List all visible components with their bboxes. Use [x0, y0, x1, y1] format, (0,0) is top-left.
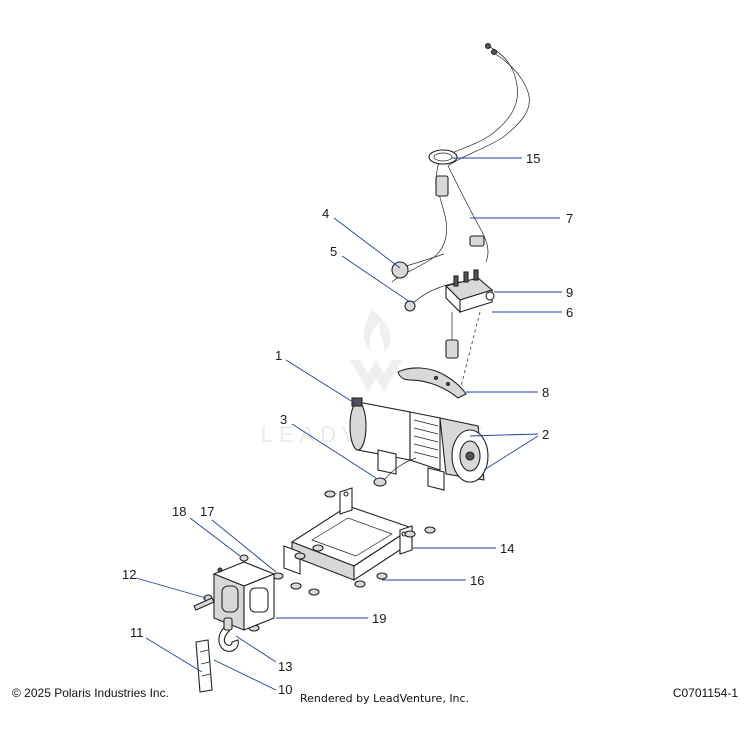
wire-harness	[391, 42, 530, 283]
callout-4: 4	[322, 206, 329, 221]
callouts: 15 7 4 5 9 6 1 8 3 2 14 16 17 18 12 19 1…	[122, 151, 573, 697]
callout-19: 19	[372, 611, 386, 626]
callout-1: 1	[275, 348, 282, 363]
battery-cable-end	[391, 253, 445, 279]
callout-10: 10	[278, 682, 292, 697]
winch-cover	[397, 367, 467, 399]
callout-6: 6	[566, 305, 573, 320]
callout-16: 16	[470, 573, 484, 588]
callout-18: 18	[172, 504, 186, 519]
clevis-pin	[193, 597, 215, 611]
callout-8: 8	[542, 385, 549, 400]
callout-13: 13	[278, 659, 292, 674]
copyright-notice: © 2025 Polaris Industries Inc.	[12, 686, 169, 700]
rendered-by-notice: Rendered by LeadVenture, Inc.	[300, 692, 470, 705]
callout-5: 5	[330, 244, 337, 259]
leader-lines	[135, 157, 562, 691]
winch-body	[349, 397, 489, 491]
winch-hook	[218, 617, 239, 652]
callout-14: 14	[500, 541, 514, 556]
callout-15: 15	[526, 151, 540, 166]
callout-9: 9	[566, 285, 573, 300]
callout-12: 12	[122, 567, 136, 582]
callout-3: 3	[280, 412, 287, 427]
hook-strap	[195, 639, 213, 693]
contactor-assembly	[444, 269, 495, 391]
mounting-plate	[283, 487, 414, 582]
cable-thimble	[373, 457, 417, 487]
roller-fairlead	[212, 561, 276, 631]
callout-17: 17	[200, 504, 214, 519]
callout-2: 2	[542, 427, 549, 442]
callout-11: 11	[130, 625, 144, 640]
diagram-code: C0701154-1	[672, 686, 738, 700]
callout-7: 7	[566, 211, 573, 226]
